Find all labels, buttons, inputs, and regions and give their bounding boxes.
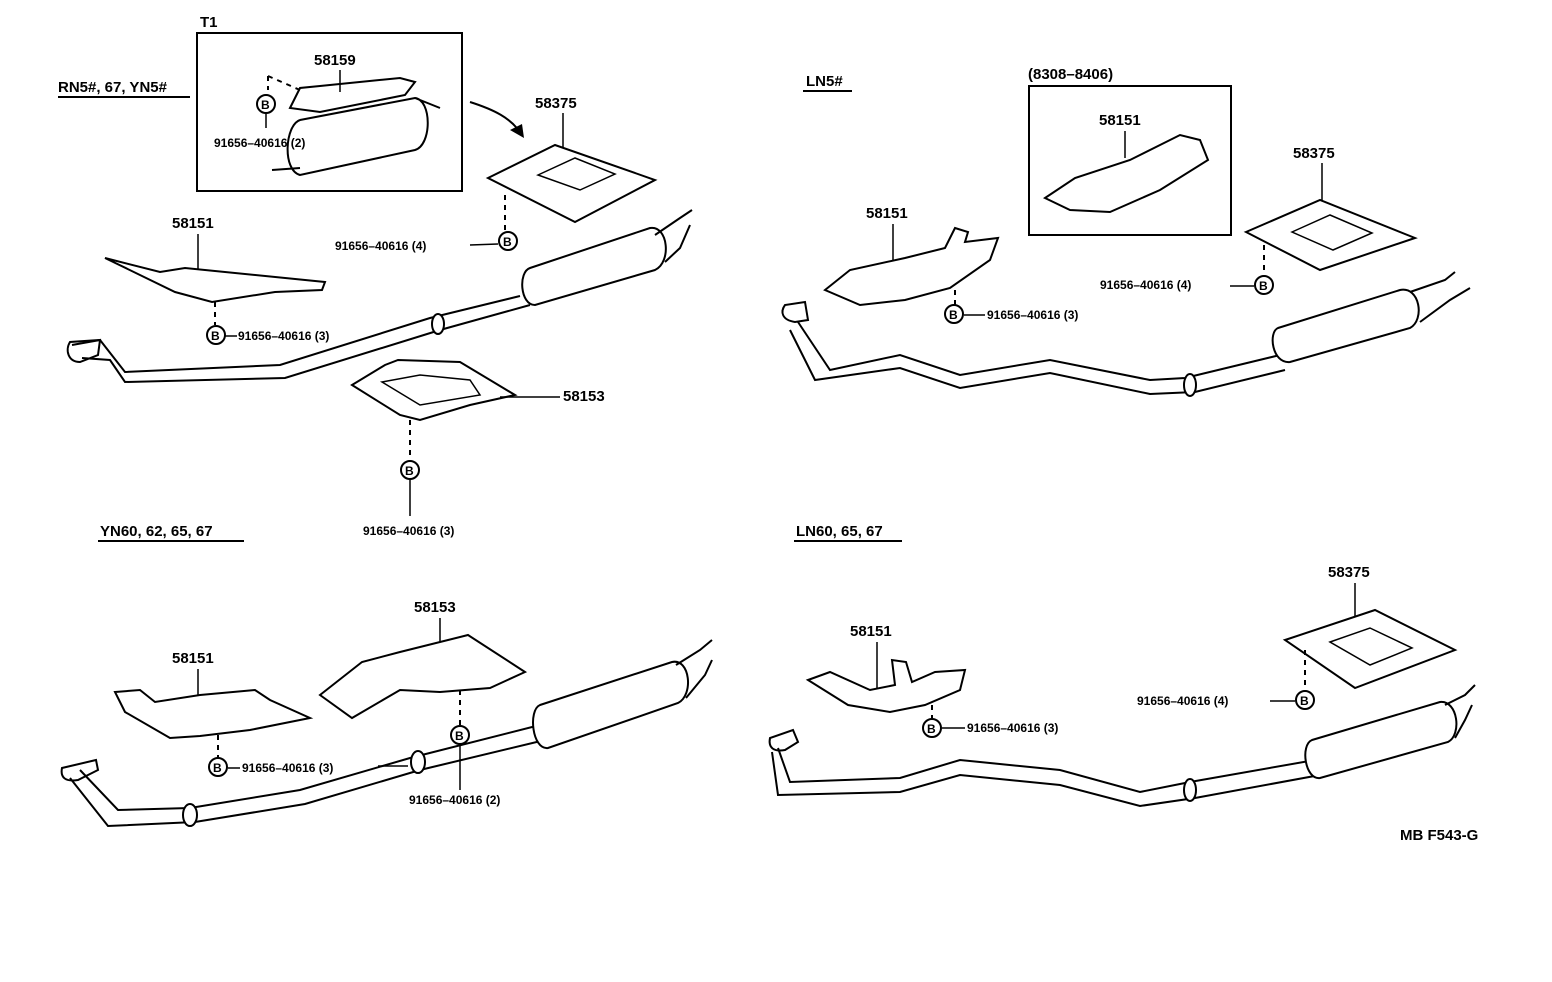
diagram-top-left: RN5#, 67, YN5# T1 58159 B 91656–40616 (2… [58, 14, 693, 538]
bolt-symbol-letter: B [455, 729, 464, 743]
part-label-58159: 58159 [314, 52, 356, 69]
inset-box-t1 [196, 32, 463, 192]
inset-muffler [271, 76, 441, 177]
bolt-symbol-icon [1254, 275, 1274, 295]
bolt-symbol-icon [498, 231, 518, 251]
inset-date-range: (8308–8406) [1028, 66, 1113, 83]
cover-recess [379, 374, 482, 406]
part-label-58375: 58375 [1293, 145, 1335, 162]
part-58153-shape [350, 358, 518, 422]
part-58153-shape [318, 633, 528, 720]
bolt-label: 91656–40616 (3) [987, 308, 1078, 322]
bolt-symbol-letter: B [405, 464, 414, 478]
inset-tag: T1 [200, 14, 218, 31]
part-label-58151: 58151 [1099, 112, 1141, 129]
arrow-head-icon [510, 124, 524, 138]
bolt-label: 91656–40616 (4) [1137, 694, 1228, 708]
diagram-bottom-left: YN60, 62, 65, 67 58153 B 91656–40616 (2)… [60, 523, 713, 828]
arrow-curve [469, 101, 521, 133]
bolt-symbol-letter: B [213, 761, 222, 775]
part-58375-shape [1243, 198, 1418, 272]
section-label-top-right: LN5# [806, 73, 843, 90]
leader-line [469, 243, 499, 246]
section-label-bottom-left: YN60, 62, 65, 67 [100, 523, 213, 540]
part-58375-shape [485, 143, 658, 224]
bolt-label: 91656–40616 (3) [242, 761, 333, 775]
diagram-top-right: LN5# (8308–8406) 58151 58375 B 91656–406… [781, 66, 1471, 397]
bolt-symbol-letter: B [503, 235, 512, 249]
bolt-symbol-letter: B [1259, 279, 1268, 293]
part-label-58151: 58151 [850, 623, 892, 640]
bolt-label: 91656–40616 (3) [363, 524, 454, 538]
bolt-symbol-letter: B [211, 329, 220, 343]
diagram-bottom-right: LN60, 65, 67 58375 B 91656–40616 (4) 581… [768, 523, 1478, 844]
exhaust-pipe [781, 271, 1471, 397]
part-label-58151: 58151 [172, 650, 214, 667]
bolt-symbol-icon [1295, 690, 1315, 710]
bolt-label: 91656–40616 (4) [1100, 278, 1191, 292]
figure-code: MB F543-G [1400, 827, 1478, 844]
part-label-58151: 58151 [172, 215, 214, 232]
bolt-label: 91656–40616 (3) [238, 329, 329, 343]
section-label-bottom-right: LN60, 65, 67 [796, 523, 883, 540]
part-label-58153: 58153 [563, 388, 605, 405]
part-label-58151: 58151 [866, 205, 908, 222]
bolt-symbol-icon [944, 304, 964, 324]
bolt-label: 91656–40616 (2) [409, 793, 500, 807]
section-label-top-left: RN5#, 67, YN5# [58, 79, 168, 96]
bolt-symbol-letter: B [1300, 694, 1309, 708]
part-58151-inset-shape [1042, 133, 1210, 214]
exhaust-pipe [66, 209, 693, 384]
part-58151-shape [104, 257, 327, 304]
dashed-leader [267, 75, 301, 91]
plate-recess [1328, 627, 1414, 666]
plate-recess [536, 157, 617, 191]
bolt-label: 91656–40616 (4) [335, 239, 426, 253]
exhaust-pipe [60, 639, 713, 828]
part-58159-shape [288, 76, 417, 114]
part-58151-shape [805, 658, 967, 714]
inset-box-date [1028, 85, 1232, 236]
exhaust-pipe [768, 684, 1476, 808]
bolt-symbol-icon [922, 718, 942, 738]
part-label-58153: 58153 [414, 599, 456, 616]
bolt-symbol-letter: B [261, 98, 270, 112]
part-label-58375: 58375 [535, 95, 577, 112]
bolt-symbol-icon [208, 757, 228, 777]
bolt-label: 91656–40616 (3) [967, 721, 1058, 735]
part-58151-shape [823, 226, 1000, 307]
bolt-symbol-letter: B [949, 308, 958, 322]
plate-recess [1290, 214, 1374, 251]
bolt-symbol-icon [206, 325, 226, 345]
bolt-label: 91656–40616 (2) [214, 136, 305, 150]
part-58375-shape [1282, 608, 1458, 690]
bolt-symbol-letter: B [927, 722, 936, 736]
part-label-58375: 58375 [1328, 564, 1370, 581]
part-58151-shape [113, 688, 314, 740]
